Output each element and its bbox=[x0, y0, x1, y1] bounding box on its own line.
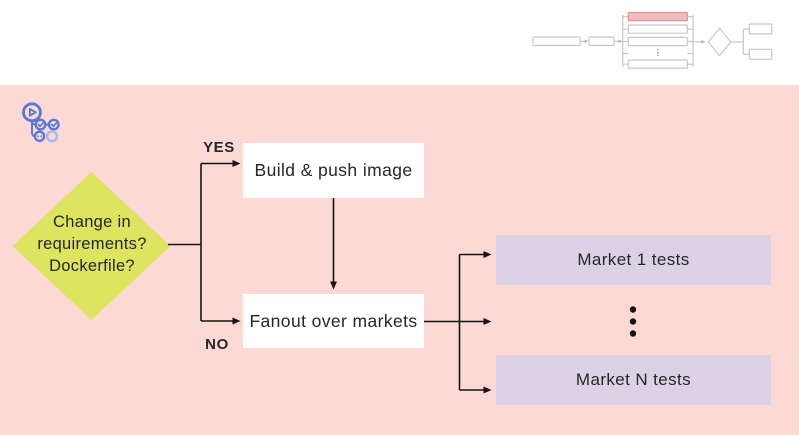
pipeline-minimap bbox=[532, 11, 773, 69]
no-branch-label: NO bbox=[205, 336, 229, 353]
yes-branch-label: YES bbox=[203, 139, 235, 156]
header-strip bbox=[0, 0, 799, 85]
minimap-step-parallel-3 bbox=[627, 36, 688, 47]
actions-check-1 bbox=[37, 122, 44, 128]
node-market-n-tests: Market N tests bbox=[496, 355, 771, 405]
pipeline-panel: Change in requirements? Dockerfile? YES … bbox=[0, 85, 799, 435]
minimap-step-highlighted bbox=[627, 11, 688, 22]
decision-line-1: Change in bbox=[53, 213, 131, 231]
node-build-push-image: Build & push image bbox=[243, 143, 424, 198]
minimap-output-bottom bbox=[748, 48, 773, 60]
actions-dots bbox=[37, 135, 43, 138]
decision-diamond bbox=[12, 172, 171, 320]
minimap-output-top bbox=[748, 23, 773, 35]
actions-play-triangle bbox=[28, 107, 37, 117]
minimap-decision-diamond bbox=[707, 27, 732, 57]
node-market-n-label: Market N tests bbox=[575, 370, 692, 389]
decision-label: Change in requirements? Dockerfile? bbox=[14, 211, 170, 277]
node-build-label: Build & push image bbox=[254, 160, 413, 180]
minimap-step-source bbox=[532, 36, 581, 47]
github-actions-icon bbox=[22, 102, 60, 143]
flow-connectors bbox=[12, 160, 637, 394]
minimap-step-parallel-2 bbox=[627, 24, 688, 34]
minimap-step-prepare bbox=[588, 36, 615, 47]
actions-check-2 bbox=[50, 122, 58, 128]
node-fanout-over-markets: Fanout over markets bbox=[243, 294, 424, 348]
actions-check-circle-2 bbox=[47, 118, 60, 131]
minimap-step-parallel-n bbox=[627, 59, 688, 69]
node-market-1-tests: Market 1 tests bbox=[496, 235, 771, 285]
actions-dot-circle bbox=[33, 130, 46, 143]
markets-ellipsis-dots bbox=[629, 306, 637, 337]
node-fanout-label: Fanout over markets bbox=[249, 310, 418, 331]
decision-line-2: requirements? bbox=[37, 235, 147, 253]
actions-faded-circle bbox=[45, 130, 59, 143]
node-market-1-label: Market 1 tests bbox=[577, 250, 690, 269]
decision-line-3: Dockerfile? bbox=[49, 257, 135, 275]
minimap-ellipsis-dots bbox=[657, 49, 659, 57]
